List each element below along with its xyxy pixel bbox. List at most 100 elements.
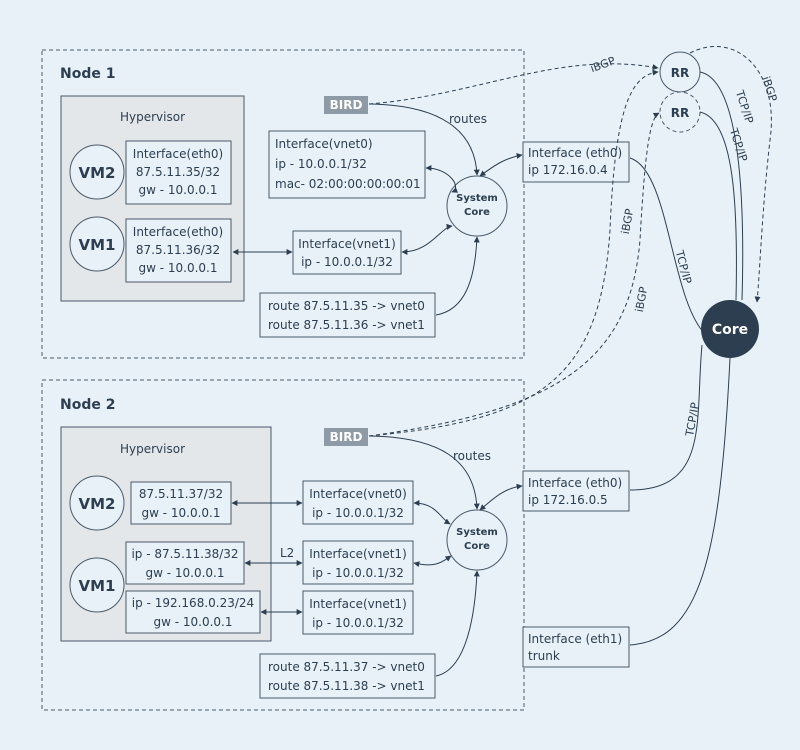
rr1-label: RR	[671, 66, 689, 80]
node2-vm1-label: VM1	[79, 577, 116, 595]
node1-vm2[interactable]	[69, 144, 125, 200]
label-ibgp-4: iBGP	[633, 285, 650, 313]
node2-hypervisor-label: Hypervisor	[120, 442, 185, 456]
node1-title: Node 1	[60, 66, 115, 82]
node1-routes-label: routes	[449, 112, 487, 126]
node1-vnet0-line1: Interface(vnet0)	[275, 137, 373, 151]
node1-vnet0[interactable]	[268, 130, 426, 199]
node2-vm2-iface[interactable]	[130, 481, 232, 525]
label-ibgp-1: iBGP	[589, 54, 618, 75]
node2-eth1-line1: Interface (eth1)	[528, 632, 622, 646]
label-tcpip-3: TCP/IP	[672, 248, 694, 285]
node2-system-core-line1: System	[456, 527, 498, 538]
node2-vm1-iface-a-line1: ip - 87.5.11.38/32	[131, 547, 238, 561]
node1-vnet0-line3: mac- 02:00:00:00:00:01	[275, 177, 421, 191]
node2-vm1-iface-a-line2: gw - 10.0.0.1	[145, 566, 224, 580]
node1-route-table[interactable]	[259, 292, 436, 338]
node2-vm2-label: VM2	[79, 495, 116, 513]
node2-route-1: route 87.5.11.37 -> vnet0	[268, 660, 425, 674]
tcpip-node2-core	[629, 344, 703, 491]
node1-vm2-iface-line2: 87.5.11.35/32	[136, 165, 220, 179]
node1-system-core[interactable]	[446, 175, 508, 237]
node1-vm1[interactable]	[69, 216, 125, 272]
ibgp-bird2-rr1	[368, 69, 659, 437]
node2-vm2-iface-line1: 87.5.11.37/32	[139, 487, 223, 501]
node1-vm2-label: VM2	[79, 164, 116, 182]
node2-vm1-iface-b-line1: ip - 192.168.0.23/24	[132, 596, 254, 610]
node2-route-2: route 87.5.11.38 -> vnet1	[268, 679, 425, 693]
node1-vnet1-line1: Interface(vnet1)	[298, 237, 396, 251]
node2-system-core[interactable]	[446, 509, 508, 571]
node1-link-vnet0-core	[425, 165, 459, 193]
label-tcpip-2: TCP/IP	[727, 126, 750, 164]
node2-eth1-line2: trunk	[528, 649, 560, 663]
node2-vnet1-a-line2: ip - 10.0.0.1/32	[312, 566, 404, 580]
label-ibgp-3: iBGP	[619, 207, 636, 235]
node2-link-bird-core	[368, 435, 480, 510]
node1-route-1: route 87.5.11.35 -> vnet0	[268, 299, 425, 313]
node1-route-2: route 87.5.11.36 -> vnet1	[268, 318, 425, 332]
ibgp-bird1-rr1	[368, 63, 659, 105]
node2-link-core-eth0	[479, 483, 523, 511]
node2-vnet0-line1: Interface(vnet0)	[309, 487, 407, 501]
node1-vm1-iface-line3: gw - 10.0.0.1	[138, 261, 217, 275]
node2-vnet1-b-line2: ip - 10.0.0.1/32	[312, 616, 404, 630]
node1-vm1-iface-line2: 87.5.11.36/32	[136, 243, 220, 257]
node1-vm2-iface-line1: Interface(eth0)	[133, 147, 223, 161]
node2-vm1-iface-b[interactable]	[125, 590, 261, 634]
node2-link-routes-core	[435, 570, 480, 677]
node1-hypervisor-label: Hypervisor	[120, 110, 185, 124]
node2-routes-label: routes	[453, 449, 491, 463]
node1-vm1-label: VM1	[79, 236, 116, 254]
node1-eth0[interactable]	[522, 141, 630, 183]
node2-vnet1-a[interactable]	[302, 540, 414, 585]
label-tcpip-1: TCP/IP	[733, 88, 756, 126]
node1-vm1-iface[interactable]	[125, 218, 232, 283]
node2-vm2-iface-line2: gw - 10.0.0.1	[141, 506, 220, 520]
node2-vnet0-line2: ip - 10.0.0.1/32	[312, 506, 404, 520]
node2-eth0-line1: Interface (eth0)	[528, 476, 622, 490]
node1-bird[interactable]	[324, 96, 368, 114]
node1-vm2-iface[interactable]	[125, 140, 232, 205]
trunk-eth1-core	[629, 357, 731, 646]
node1-vnet1[interactable]	[292, 230, 402, 275]
node2-link-vnet0-core	[413, 500, 451, 525]
node1-link-vnet1-core	[401, 223, 453, 255]
node2-bird-label: BIRD	[330, 430, 363, 444]
node2-link-vnet1-core	[413, 555, 452, 568]
node1-eth0-line1: Interface (eth0)	[528, 146, 622, 160]
node2-vnet1-a-line1: Interface(vnet1)	[309, 547, 407, 561]
node1-system-core-line2: Core	[464, 207, 490, 218]
node2-vm1-iface-a[interactable]	[125, 541, 245, 585]
node1-link-core-eth0	[479, 152, 523, 177]
label-ibgp-2: iBGP	[759, 75, 779, 104]
node2-vm2[interactable]	[69, 475, 125, 531]
rr2-label: RR	[671, 106, 689, 120]
node2-vnet0[interactable]	[302, 480, 414, 525]
node1-system-core-line1: System	[456, 193, 498, 204]
node2-vm1-iface-b-line2: gw - 10.0.0.1	[153, 615, 232, 629]
tcpip-rr2-core	[699, 111, 737, 301]
core-router[interactable]	[701, 300, 759, 358]
label-tcpip-4: TCP/IP	[683, 401, 702, 438]
node2-eth1[interactable]	[522, 626, 630, 668]
node2-l2-label: L2	[280, 546, 294, 560]
node2-frame	[41, 379, 525, 711]
tcpip-rr1-core	[699, 71, 744, 301]
node2-vm1[interactable]	[69, 557, 125, 613]
node1-eth0-line2: ip 172.16.0.4	[528, 163, 608, 177]
node2-bird[interactable]	[324, 428, 368, 446]
node2-eth0[interactable]	[522, 470, 630, 512]
node2-eth0-line2: ip 172.16.0.5	[528, 493, 608, 507]
ibgp-rr1-core	[689, 46, 772, 303]
node2-vnet1-b[interactable]	[302, 590, 414, 635]
node2-route-table[interactable]	[259, 653, 436, 699]
node1-link-bird-core	[368, 103, 480, 176]
node2-title: Node 2	[60, 397, 115, 413]
node1-vnet0-line2: ip - 10.0.0.1/32	[275, 157, 367, 171]
node1-vm2-iface-line3: gw - 10.0.0.1	[138, 183, 217, 197]
core-router-label: Core	[712, 322, 748, 338]
node2-system-core-line2: Core	[464, 541, 490, 552]
node1-link-routes-core	[435, 236, 480, 316]
